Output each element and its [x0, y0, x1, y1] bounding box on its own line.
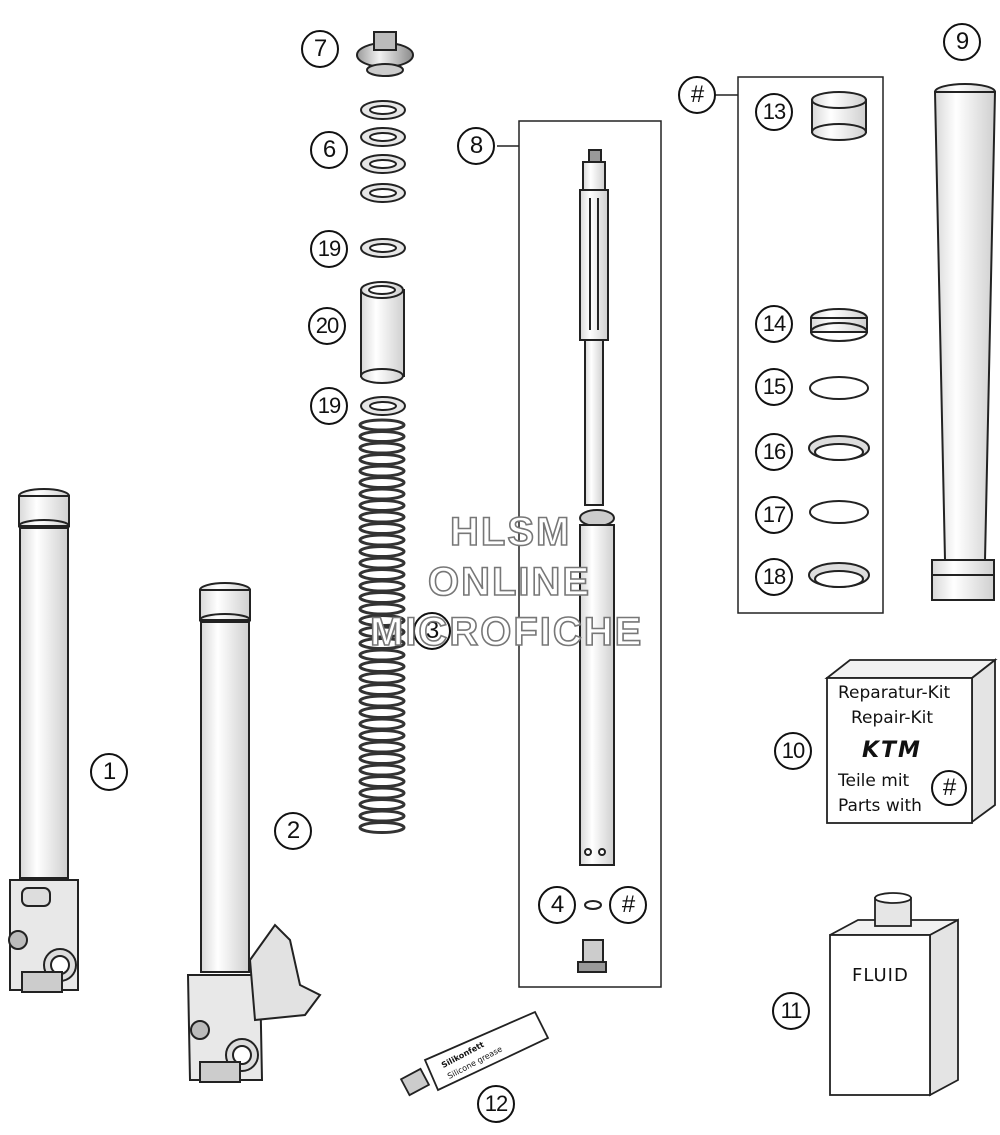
callout-7: 7 [301, 30, 339, 68]
spring-coil [358, 809, 406, 823]
washer-lower [360, 396, 406, 416]
callout-8: 8 [457, 127, 495, 165]
fork-spring [358, 418, 406, 834]
kit-parts [808, 91, 870, 588]
callout-19-upper: 19 [310, 230, 348, 268]
watermark-line-3: MICROFICHE [369, 609, 644, 655]
grease-tube [399, 1010, 550, 1097]
callout-14: 14 [755, 305, 793, 343]
callout-hash-box: # [931, 770, 967, 806]
callout-15: 15 [755, 368, 793, 406]
callout-20: 20 [308, 307, 346, 345]
spring-coil [358, 717, 406, 731]
callout-6: 6 [310, 131, 348, 169]
damper-cartridge [577, 149, 615, 973]
cartridge-box [497, 120, 662, 988]
spring-coil [358, 476, 406, 489]
callout-18: 18 [755, 558, 793, 596]
spring-coil [358, 430, 406, 443]
spring-coil [358, 487, 406, 501]
callout-3: 3 [413, 612, 451, 650]
spring-coil [358, 821, 406, 834]
spring-coil [358, 499, 406, 512]
washer-upper [360, 238, 406, 258]
spring-coil [358, 740, 406, 754]
callout-9: 9 [943, 23, 981, 61]
repair-kit-line-3: Teile mit [838, 771, 910, 791]
cap-nut [356, 31, 414, 77]
spring-coil [358, 545, 406, 558]
fluid-can [829, 892, 959, 1097]
spring-coil [358, 775, 406, 788]
spring-coil [358, 464, 406, 478]
callout-hash-4: # [609, 886, 647, 924]
spring-coil [358, 453, 406, 466]
washer-stack [360, 100, 406, 203]
kit-box [715, 76, 884, 614]
spring-coil [358, 683, 406, 696]
callout-13: 13 [755, 93, 793, 131]
callout-10: 10 [774, 732, 812, 770]
fork-leg-left [8, 488, 79, 993]
spring-coil [358, 752, 406, 765]
callout-1: 1 [90, 753, 128, 791]
repair-kit-line-4: Parts with [838, 796, 922, 816]
spring-coil [358, 522, 406, 535]
spring-coil [358, 556, 406, 570]
spring-coil [358, 729, 406, 742]
spring-coil [358, 568, 406, 581]
spring-coil [358, 798, 406, 811]
callout-19-lower: 19 [310, 387, 348, 425]
repair-kit-line-2: Repair-Kit [851, 708, 934, 728]
spring-coil [358, 671, 406, 685]
spacer-sleeve [360, 281, 405, 384]
spring-coil [358, 591, 406, 604]
inner-tube [931, 83, 997, 601]
callout-16: 16 [755, 433, 793, 471]
watermark-line-2: ONLINE [427, 559, 592, 605]
repair-kit-line-1: Reparatur-Kit [838, 683, 951, 703]
watermark-line-1: HLSM [449, 509, 572, 555]
spring-coil [358, 660, 406, 673]
spring-coil [358, 786, 406, 800]
callout-17: 17 [755, 496, 793, 534]
spring-coil [358, 706, 406, 719]
callout-4: 4 [538, 886, 576, 924]
callout-12: 12 [477, 1085, 515, 1123]
spring-coil [358, 763, 406, 777]
spring-coil [358, 694, 406, 708]
callout-2: 2 [274, 812, 312, 850]
spring-coil [358, 418, 406, 432]
spring-coil [358, 441, 406, 455]
spring-coil [358, 510, 406, 524]
fork-leg-right [186, 582, 322, 1083]
spring-coil [358, 579, 406, 593]
ktm-logo: KTM [862, 738, 922, 763]
spring-coil [358, 533, 406, 547]
callout-hash-kit: # [678, 76, 716, 114]
fluid-label: FLUID [852, 965, 909, 986]
callout-11: 11 [772, 992, 810, 1030]
